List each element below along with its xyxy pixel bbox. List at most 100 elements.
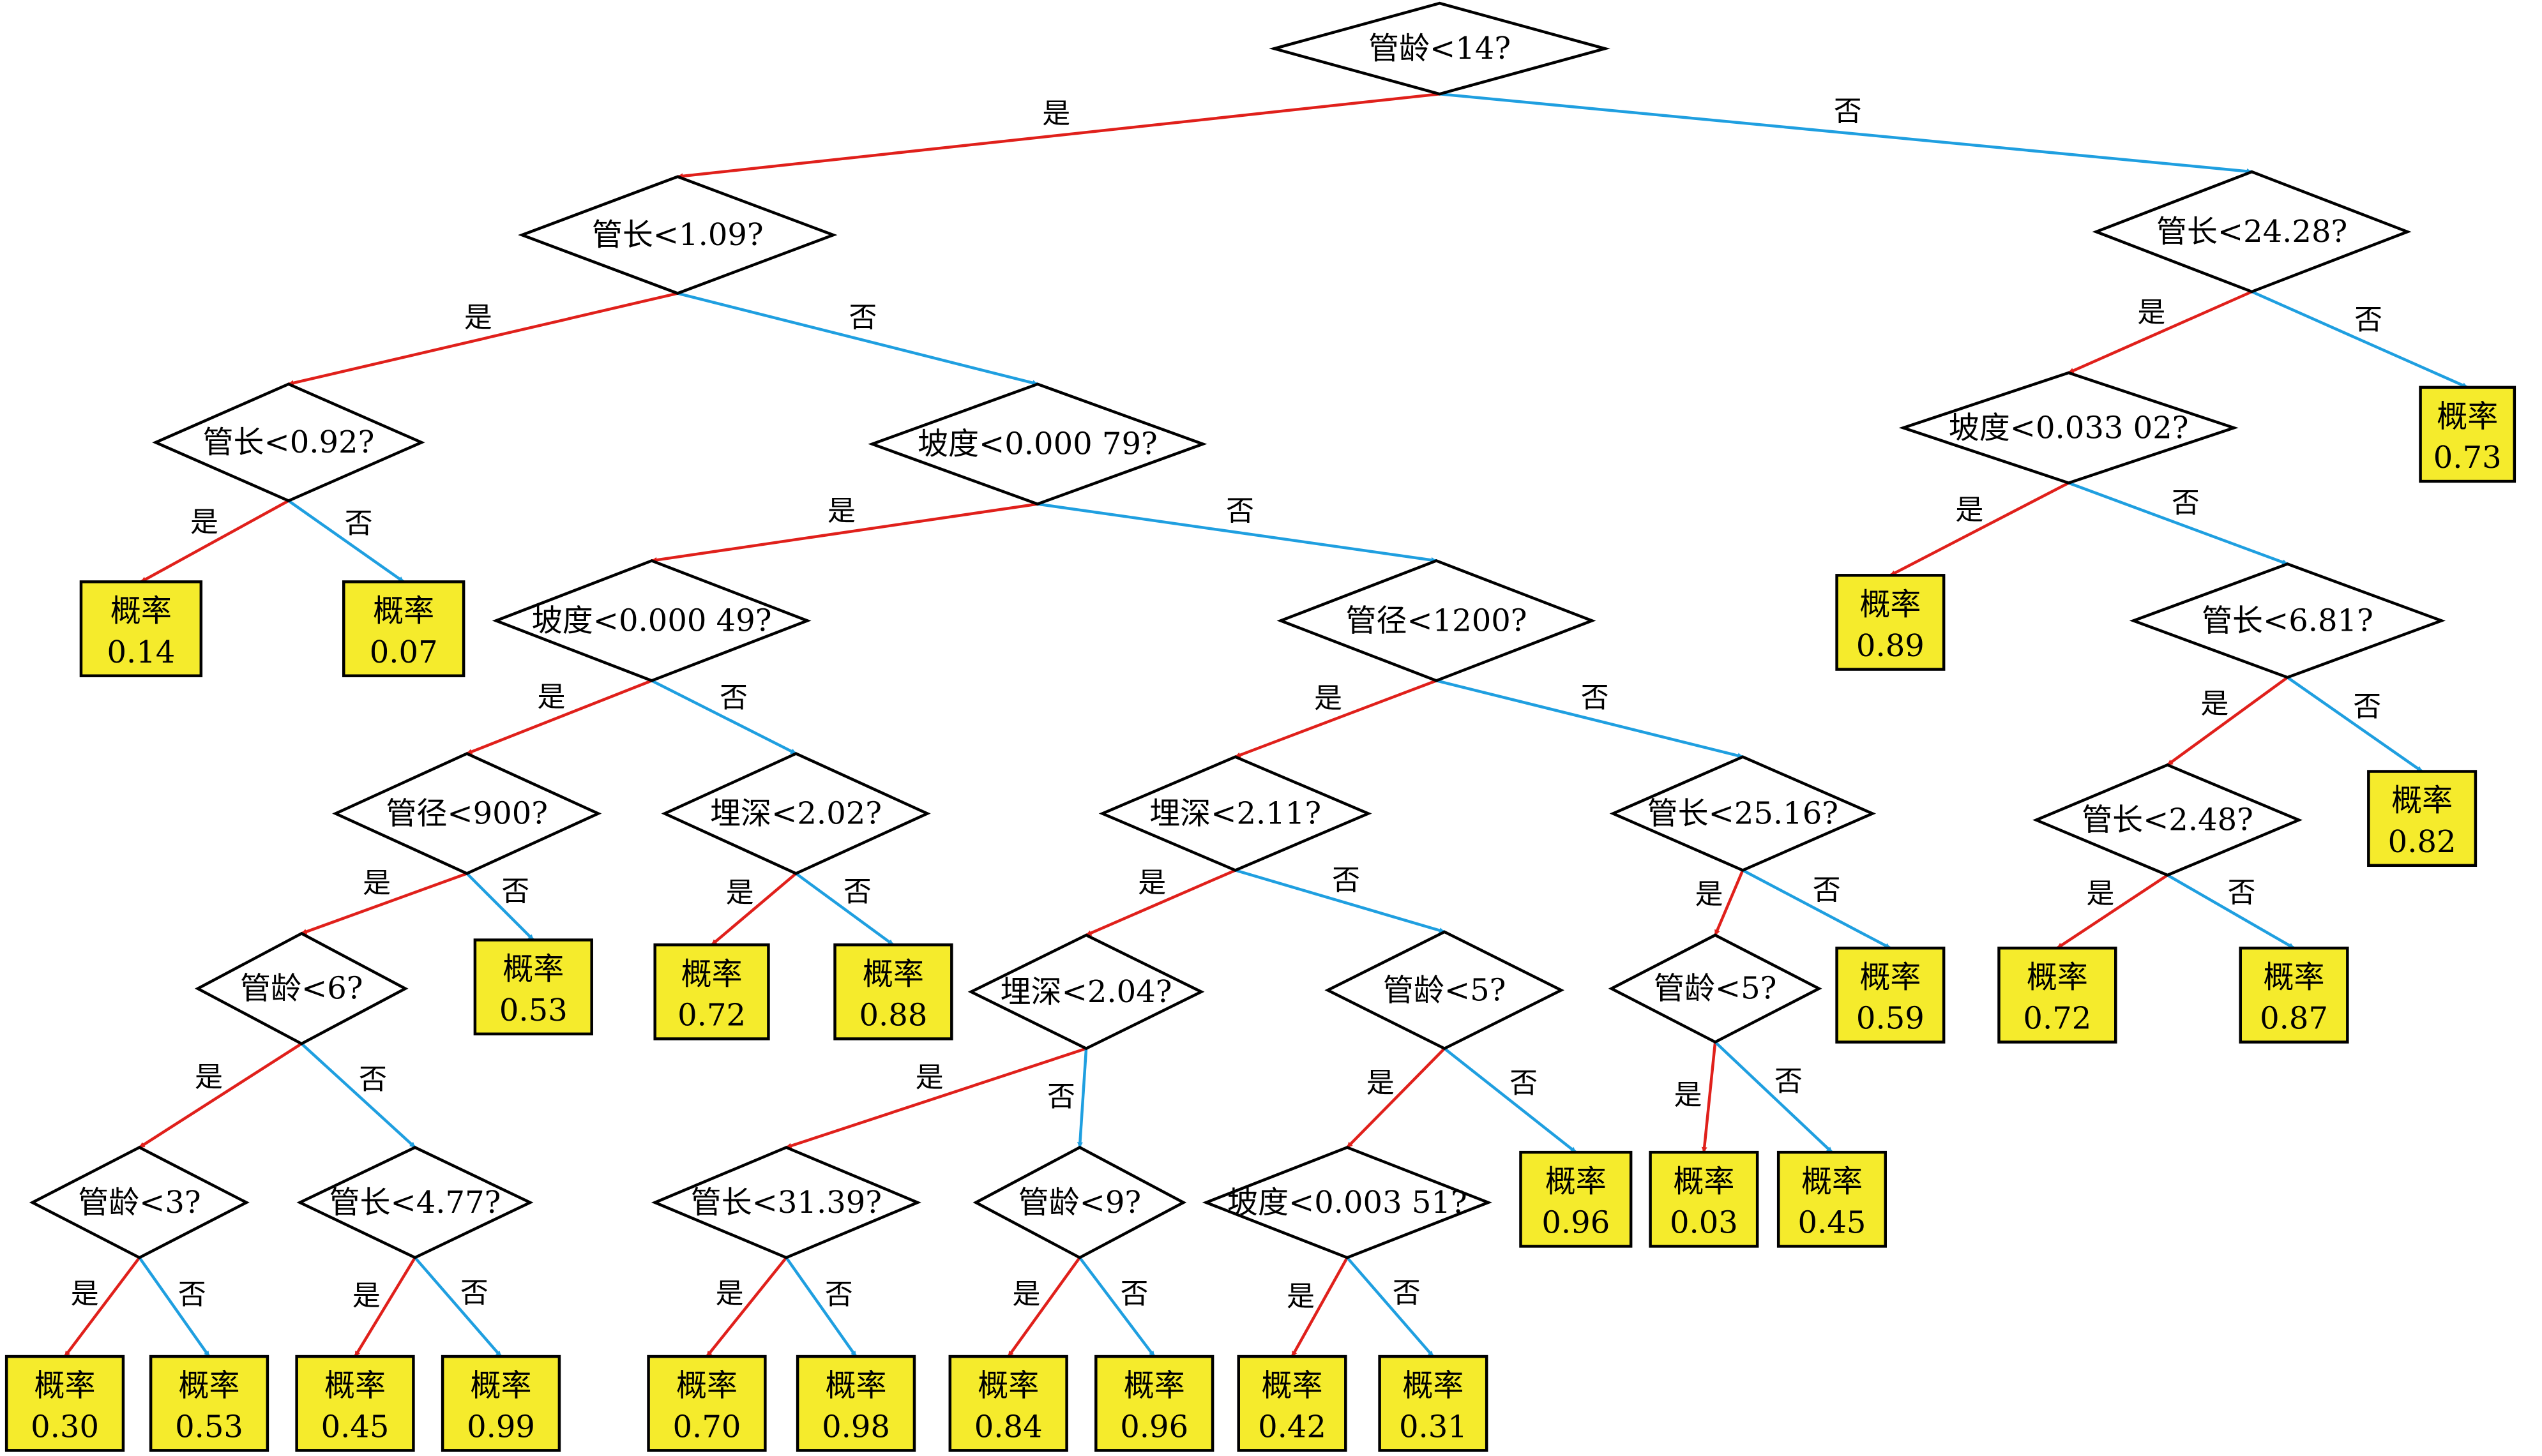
edge-yes-n_v-l_042: 是 bbox=[1287, 1257, 1349, 1358]
decision-node-n_p: 管龄<5? bbox=[1324, 930, 1564, 1051]
edge-label-yes: 是 bbox=[1012, 1278, 1040, 1310]
edge-yes-n_c-l_014: 是 bbox=[140, 499, 290, 583]
leaf-box bbox=[2239, 947, 2349, 1044]
decision-condition: 埋深<2.02? bbox=[710, 796, 882, 832]
leaf-value: 0.89 bbox=[1856, 628, 1925, 664]
decision-node-n_q: 管龄<5? bbox=[1608, 933, 1822, 1044]
leaf-value: 0.59 bbox=[1856, 1001, 1925, 1037]
leaf-node-l_059: 概率0.59 bbox=[1835, 947, 1946, 1044]
leaf-box bbox=[79, 580, 203, 677]
leaf-prob-label: 概率 bbox=[2264, 959, 2325, 995]
leaf-box bbox=[1776, 1150, 1887, 1248]
leaf-value: 0.70 bbox=[673, 1409, 741, 1445]
edge-line bbox=[2167, 874, 2295, 950]
leaf-node-l_070: 概率0.70 bbox=[647, 1355, 767, 1452]
leaf-prob-label: 概率 bbox=[1402, 1368, 1464, 1404]
leaf-node-l_003: 概率0.03 bbox=[1649, 1150, 1759, 1248]
edge-label-no: 否 bbox=[1332, 864, 1360, 897]
leaf-node-l_084: 概率0.84 bbox=[948, 1355, 1068, 1452]
edge-yes-n_s-l_045b: 是 bbox=[352, 1257, 416, 1358]
leaf-value: 0.96 bbox=[1541, 1205, 1610, 1241]
decision-condition: 管长<2.48? bbox=[2082, 802, 2253, 838]
edge-no-n_s-l_099: 否 bbox=[414, 1256, 503, 1358]
decision-condition: 坡度<0.033 02? bbox=[1949, 410, 2189, 446]
edge-line bbox=[1290, 1257, 1349, 1358]
edge-label-yes: 是 bbox=[1138, 866, 1166, 899]
decision-diamond bbox=[332, 752, 602, 875]
decision-condition: 管龄<9? bbox=[1018, 1185, 1142, 1220]
decision-node-n_c: 管长<0.92? bbox=[152, 382, 425, 502]
edge-yes-n_j-l_072a: 是 bbox=[711, 872, 798, 946]
leaf-value: 0.30 bbox=[31, 1409, 99, 1445]
leaf-node-l_099: 概率0.99 bbox=[441, 1355, 561, 1452]
decision-node-n_h: 管长<6.81? bbox=[2129, 562, 2446, 679]
edge-label-no: 否 bbox=[720, 682, 748, 714]
decision-diamond bbox=[2092, 170, 2412, 294]
edge-label-yes: 是 bbox=[716, 1277, 744, 1310]
leaf-box bbox=[653, 943, 770, 1040]
edge-label-no: 否 bbox=[359, 1063, 387, 1096]
decision-condition: 坡度<0.003 51? bbox=[1227, 1185, 1467, 1220]
edge-line bbox=[2251, 290, 2469, 389]
decision-node-n_g: 管径<1200? bbox=[1276, 559, 1596, 682]
leaf-box bbox=[1997, 947, 2117, 1044]
edges-layer: 是否是否是否是否是否是否是否是否是否是否是否是否是否是否是否是否是否是否是否是否… bbox=[63, 93, 2469, 1358]
leaf-prob-label: 概率 bbox=[179, 1368, 240, 1404]
edge-yes-n_t-l_070: 是 bbox=[706, 1256, 788, 1358]
edge-no-n_g-n_l: 否 bbox=[1435, 679, 1744, 759]
edge-no-n_h-l_082: 否 bbox=[2287, 676, 2423, 773]
decision-diamond bbox=[1898, 371, 2239, 484]
edge-yes-n_l-n_q: 是 bbox=[1695, 869, 1744, 936]
edge-yes-n_h-n_m: 是 bbox=[2167, 676, 2289, 767]
decision-condition: 坡度<0.000 49? bbox=[532, 603, 772, 638]
edge-line bbox=[677, 292, 1038, 386]
edge-no-n_i-l_053a: 否 bbox=[465, 872, 534, 942]
decision-diamond bbox=[2129, 562, 2446, 679]
edge-line bbox=[1714, 1040, 1833, 1153]
leaf-value: 0.98 bbox=[822, 1409, 890, 1445]
decision-node-n_k: 埋深<2.11? bbox=[1098, 755, 1372, 872]
edge-line bbox=[1037, 502, 1437, 563]
edge-line bbox=[301, 872, 467, 935]
edge-label-yes: 是 bbox=[1314, 682, 1342, 715]
edge-label-no: 否 bbox=[1774, 1065, 1803, 1098]
decision-node-n_j: 埋深<2.02? bbox=[661, 752, 931, 875]
decision-node-n_d: 坡度<0.000 79? bbox=[868, 382, 1207, 506]
edge-no-n_r-l_053b: 否 bbox=[138, 1256, 211, 1358]
edge-label-no: 否 bbox=[2353, 691, 2381, 723]
edge-line bbox=[2056, 874, 2168, 950]
leaf-prob-label: 概率 bbox=[2391, 783, 2453, 818]
leaf-value: 0.88 bbox=[859, 998, 927, 1033]
decision-node-n_r: 管龄<3? bbox=[29, 1146, 250, 1259]
edge-line bbox=[711, 872, 798, 946]
edge-line bbox=[1439, 93, 2253, 174]
leaf-prob-label: 概率 bbox=[2027, 959, 2088, 995]
edge-line bbox=[287, 499, 405, 583]
edge-yes-n_q-l_003: 是 bbox=[1674, 1042, 1717, 1153]
edge-no-n_f-n_j: 否 bbox=[651, 679, 797, 755]
leaf-node-l_073: 概率0.73 bbox=[2419, 386, 2516, 483]
edge-label-no: 否 bbox=[1509, 1067, 1538, 1100]
edge-label-no: 否 bbox=[1834, 95, 1862, 128]
decision-condition: 管长<25.16? bbox=[1647, 796, 1838, 832]
leaf-value: 0.53 bbox=[175, 1409, 243, 1445]
edge-no-n_p-l_096a: 否 bbox=[1443, 1047, 1577, 1153]
decision-node-n_f: 坡度<0.000 49? bbox=[492, 559, 812, 682]
decision-diamond bbox=[296, 1146, 534, 1259]
edge-no-n_k-n_p: 否 bbox=[1235, 864, 1446, 934]
edge-yes-n_i-n_n: 是 bbox=[301, 867, 467, 935]
decision-node-n_m: 管长<2.48? bbox=[2032, 763, 2303, 877]
decision-node-n_l: 管长<25.16? bbox=[1609, 755, 1877, 872]
leaf-value: 0.45 bbox=[321, 1409, 390, 1445]
decision-node-n_s: 管长<4.77? bbox=[296, 1146, 534, 1259]
edge-label-no: 否 bbox=[460, 1277, 488, 1309]
decision-condition: 管径<1200? bbox=[1345, 603, 1527, 638]
decision-condition: 管长<1.09? bbox=[592, 217, 764, 253]
decision-diamond bbox=[1202, 1146, 1492, 1259]
decision-node-n_o: 埋深<2.04? bbox=[967, 933, 1205, 1051]
edge-label-no: 否 bbox=[501, 875, 529, 908]
leaf-box bbox=[1519, 1150, 1633, 1248]
decision-node-n_u: 管龄<9? bbox=[972, 1145, 1187, 1259]
leaf-node-l_072a: 概率0.72 bbox=[653, 943, 770, 1040]
edge-label-yes: 是 bbox=[464, 301, 492, 334]
